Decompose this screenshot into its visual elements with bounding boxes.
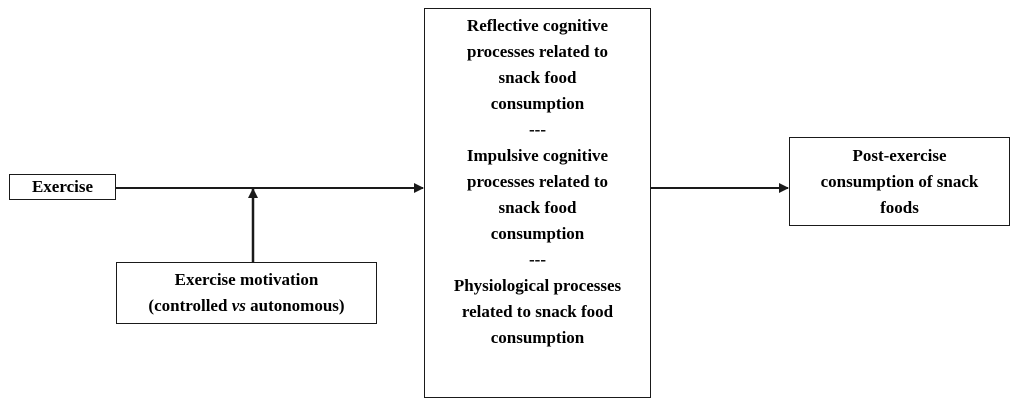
processes-line: processes related to: [466, 42, 608, 61]
processes-line: Physiological processes: [453, 276, 622, 295]
exercise-box: Exercise: [9, 174, 116, 200]
processes-line: Impulsive cognitive: [466, 146, 609, 165]
processes-line: consumption: [490, 328, 585, 347]
cognitive-physiological-processes-box: Reflective cognitive processes related t…: [424, 8, 651, 398]
motivation-vs: vs: [231, 296, 246, 315]
processes-separator: ---: [529, 250, 546, 269]
post-exercise-consumption-box: Post-exercise consumption of snack foods: [789, 137, 1010, 226]
processes-line: consumption: [490, 94, 585, 113]
motivation-line-2: (controlled vs autonomous): [117, 293, 376, 319]
outcome-line: consumption of snack: [820, 172, 979, 191]
exercise-label: Exercise: [31, 177, 94, 196]
motivation-line-1: Exercise motivation: [174, 270, 319, 289]
motivation-prefix: (controlled: [148, 296, 232, 315]
outcome-line: foods: [880, 198, 919, 217]
processes-separator: ---: [529, 120, 546, 139]
exercise-motivation-box: Exercise motivation (controlled vs auton…: [116, 262, 377, 324]
motivation-suffix: autonomous): [245, 296, 345, 315]
processes-line: consumption: [490, 224, 585, 243]
processes-line: Reflective cognitive: [466, 16, 609, 35]
processes-line: related to snack food: [461, 302, 614, 321]
processes-line: snack food: [498, 198, 577, 217]
outcome-line: Post-exercise: [852, 146, 947, 165]
processes-line: processes related to: [466, 172, 608, 191]
processes-line: snack food: [498, 68, 577, 87]
